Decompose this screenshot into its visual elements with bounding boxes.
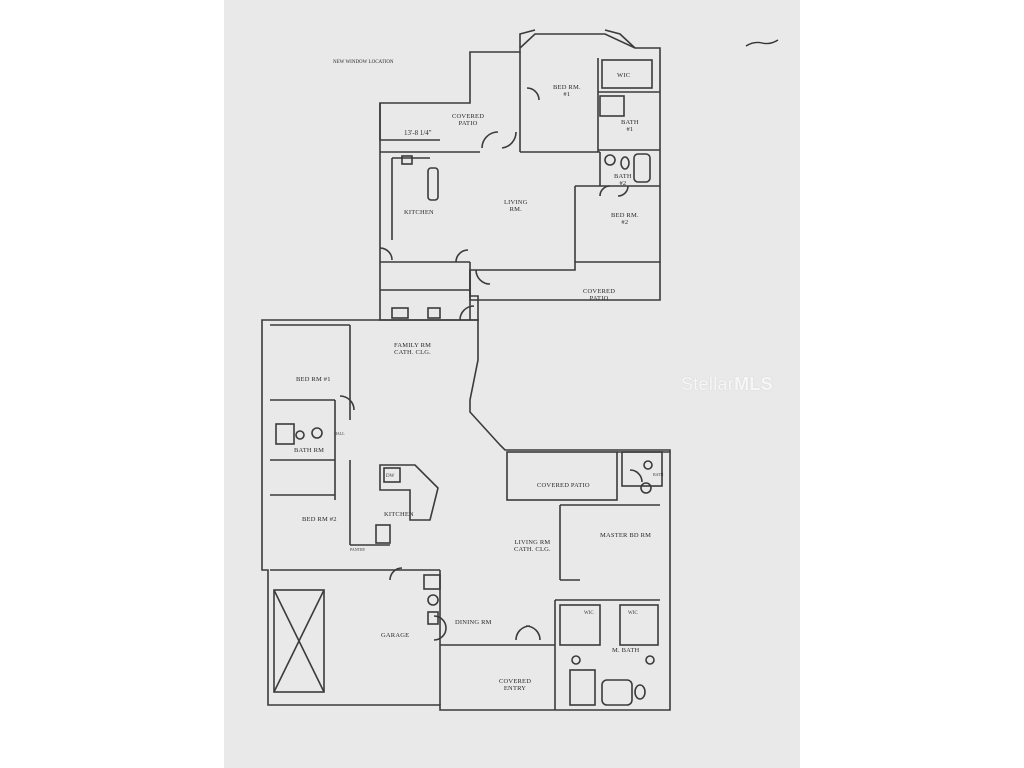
- bottom-unit-outline: [261, 319, 671, 711]
- label-top-bath-2: BATH #2: [614, 173, 632, 188]
- pen-mark-icon: [745, 39, 779, 47]
- label-top-wic: WIC: [617, 72, 631, 79]
- label-family-rm-line2: CATH. CLG.: [394, 348, 431, 356]
- label-covered-entry: COVERED ENTRY: [499, 678, 532, 693]
- label-covered-entry-line2: ENTRY: [503, 684, 527, 692]
- label-top-living-rm: LIVING RM.: [504, 199, 528, 214]
- label-dining-rm: DINING RM: [455, 619, 492, 626]
- label-dw: DW: [386, 474, 395, 479]
- label-top-covered-patio: COVERED PATIO: [452, 113, 485, 128]
- label-living-rm-line2: CATH. CLG.: [514, 545, 551, 553]
- note-new-window: NEW WINDOW LOCATION: [333, 60, 394, 65]
- watermark-suffix: MLS: [734, 374, 774, 394]
- label-top-bed-rm-2: BED RM. #2: [611, 212, 639, 227]
- label-top-kitchen: KITCHEN: [404, 209, 434, 216]
- label-kitchen: KITCHEN: [384, 511, 414, 518]
- label-top-bed-rm-1: BED RM. #1: [553, 84, 581, 99]
- label-hall: HALL: [334, 431, 345, 436]
- note-dimension: 13'-8 1/4": [404, 129, 432, 137]
- label-top-living-rm-line2: RM.: [509, 205, 522, 213]
- label-wic-2: WIC: [628, 611, 638, 616]
- watermark-brand: Stellar: [681, 374, 735, 394]
- label-m-bath: M. BATH: [612, 647, 640, 654]
- label-wic-1: WIC: [584, 611, 594, 616]
- label-top-bath-2-line2: #2: [619, 179, 627, 187]
- label-family-rm-line1: FAMILY RM: [394, 342, 432, 349]
- label-bed-rm-2: BED RM #2: [302, 516, 337, 523]
- label-top-bath-1-line1: BATH: [621, 119, 639, 126]
- label-top-bath-1: BATH #1: [621, 119, 639, 134]
- label-top-living-rm-line1: LIVING: [504, 199, 528, 206]
- label-living-rm: LIVING RM CATH. CLG.: [514, 539, 551, 554]
- label-master-bd-rm: MASTER BD RM: [600, 532, 652, 539]
- label-covered-patio: COVERED PATIO: [537, 482, 590, 489]
- label-top-covered-patio-bottom-line2: PATIO: [589, 294, 609, 302]
- label-top-bed-rm-2-line2: #2: [621, 218, 629, 226]
- label-bath-rm: BATH RM: [294, 447, 325, 454]
- label-top-bed-rm-1-line1: BED RM.: [553, 84, 581, 91]
- label-top-bath-2-line1: BATH: [614, 173, 632, 180]
- label-top-covered-patio-bottom-line1: COVERED: [583, 288, 616, 295]
- label-top-covered-patio-bottom: COVERED PATIO: [583, 288, 616, 303]
- label-bath: BATH: [653, 472, 664, 477]
- label-top-covered-patio-line1: COVERED: [452, 113, 485, 120]
- label-pantry: PANTRY: [350, 547, 366, 552]
- label-living-rm-line1: LIVING RM: [514, 539, 551, 546]
- label-garage: GARAGE: [381, 632, 410, 639]
- floor-plan-sheet: [224, 0, 800, 768]
- label-top-bed-rm-1-line2: #1: [563, 90, 571, 98]
- label-top-bath-1-line2: #1: [626, 125, 634, 133]
- stellar-mls-watermark: StellarMLS: [681, 374, 773, 395]
- label-covered-entry-line1: COVERED: [499, 678, 532, 685]
- label-top-bed-rm-2-line1: BED RM.: [611, 212, 639, 219]
- label-bed-rm-1: BED RM #1: [296, 376, 331, 383]
- label-top-covered-patio-line2: PATIO: [458, 119, 478, 127]
- label-family-rm: FAMILY RM CATH. CLG.: [394, 342, 432, 357]
